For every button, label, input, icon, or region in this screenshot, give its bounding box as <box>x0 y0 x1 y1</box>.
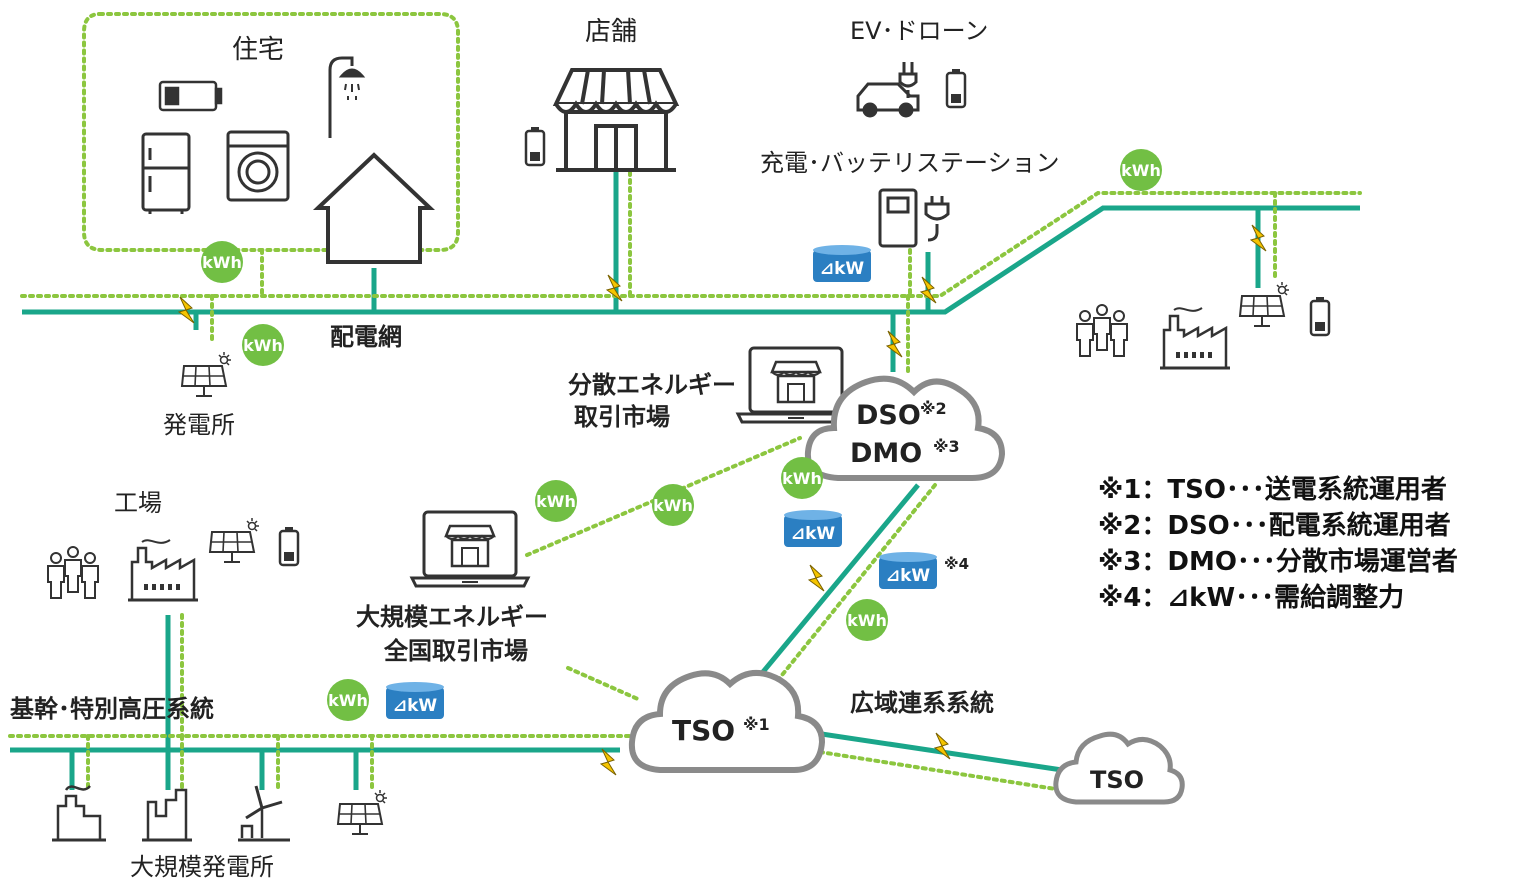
wide-area-grid-label: 広域連系系統 <box>850 689 994 717</box>
tso-label: TSO <box>672 714 735 747</box>
large-market-laptop-icon <box>410 510 530 588</box>
delta-kw-badges: ⊿kW ⊿kW ⊿kW ⊿kW <box>386 245 937 719</box>
delta-kw-badge: ⊿kW <box>820 259 865 279</box>
kwh-badge: kWh <box>536 492 576 511</box>
dso-label: DSO <box>856 400 921 431</box>
power-plant-label: 発電所 <box>163 411 235 439</box>
tso-cloud-secondary: TSO <box>1053 731 1185 805</box>
large-market-label-line2: 全国取引市場 <box>384 637 528 665</box>
data-dotted-lines <box>8 12 1362 792</box>
der-market-label-line2: 取引市場 <box>574 403 670 431</box>
kwh-badge: kWh <box>243 336 283 355</box>
shop-icon <box>552 68 680 172</box>
factory-icon <box>1158 306 1232 370</box>
ev-car-icon <box>856 62 920 118</box>
battery-icon <box>1309 295 1331 337</box>
footnote-2: ※2：DSO･･･配電系統運用者 <box>1098 511 1451 541</box>
dmo-footnote-mark: ※3 <box>933 437 960 456</box>
kwh-badge: kWh <box>202 253 242 272</box>
kwh-badge: kWh <box>328 691 368 710</box>
thermal-plant-icon <box>52 785 106 842</box>
dso-footnote-mark: ※2 <box>920 399 947 418</box>
shop-label: 店舗 <box>585 17 638 47</box>
large-power-plant-label: 大規模発電所 <box>130 853 274 881</box>
footnote-mark-4: ※4 <box>944 555 970 573</box>
delta-kw-badge: ⊿kW <box>393 696 438 716</box>
lightning-icon <box>934 732 951 760</box>
thermal-plant-icon <box>142 788 192 842</box>
person-icon <box>1076 310 1094 357</box>
solar-panel-icon <box>1239 281 1290 327</box>
house-label: 住宅 <box>232 35 285 65</box>
factory-icon <box>126 538 200 602</box>
ev-battery-icon <box>945 67 967 109</box>
kwh-badges: kWh kWh kWh kWh kWh kWh kWh kWh <box>201 149 1162 721</box>
footnote-1: ※1：TSO･･･送電系統運用者 <box>1098 475 1447 505</box>
delta-kw-badge: ⊿kW <box>886 566 931 586</box>
kwh-badge: kWh <box>782 469 822 488</box>
delta-kw-badge: ⊿kW <box>791 524 836 544</box>
tso-secondary-label: TSO <box>1090 766 1144 794</box>
ev-drone-label: EV･ドローン <box>850 17 989 45</box>
battery-icon <box>158 80 223 112</box>
grid-lines <box>10 172 1360 790</box>
fridge-icon <box>141 132 191 214</box>
kwh-badge: kWh <box>1121 161 1161 180</box>
washer-icon <box>226 130 290 202</box>
trunk-grid-label: 基幹･特別高圧系統 <box>10 695 214 723</box>
solar-panel-icon <box>181 351 232 397</box>
dmo-label: DMO <box>850 438 922 469</box>
footnote-3: ※3：DMO･･･分散市場運営者 <box>1098 547 1458 577</box>
house-icon <box>312 152 436 264</box>
shower-icon <box>328 56 366 138</box>
tso-cloud-main: TSO ※1 <box>628 670 826 773</box>
battery-icon <box>278 525 300 567</box>
person-icon <box>1093 304 1111 351</box>
footnote-4: ※4：⊿kW･･･需給調整力 <box>1098 583 1405 613</box>
charging-station-label: 充電･バッテリステーション <box>760 149 1060 177</box>
lightning-icon <box>808 564 825 592</box>
solar-panel-icon <box>209 517 260 563</box>
distribution-grid-label: 配電網 <box>330 323 402 351</box>
footnotes: ※1：TSO･･･送電系統運用者 ※2：DSO･･･配電系統運用者 ※3：DMO… <box>1098 472 1458 616</box>
person-icon <box>64 546 82 593</box>
kwh-badge: kWh <box>653 496 693 515</box>
tso-footnote-mark: ※1 <box>743 715 770 734</box>
wind-turbine-icon <box>238 785 290 842</box>
shop-battery-icon <box>524 125 546 167</box>
factory-label: 工場 <box>114 489 162 517</box>
person-icon <box>1110 310 1128 357</box>
charger-icon <box>878 188 950 248</box>
der-market-label-line1: 分散エネルギー <box>568 371 736 399</box>
person-icon <box>81 552 99 599</box>
lightning-icon <box>600 748 617 776</box>
kwh-badge: kWh <box>847 611 887 630</box>
large-market-label-line1: 大規模エネルギー <box>356 603 548 631</box>
person-icon <box>47 552 65 599</box>
dso-dmo-cloud: DSO ※2 DMO ※3 <box>804 375 1006 481</box>
solar-panel-icon <box>337 789 388 835</box>
